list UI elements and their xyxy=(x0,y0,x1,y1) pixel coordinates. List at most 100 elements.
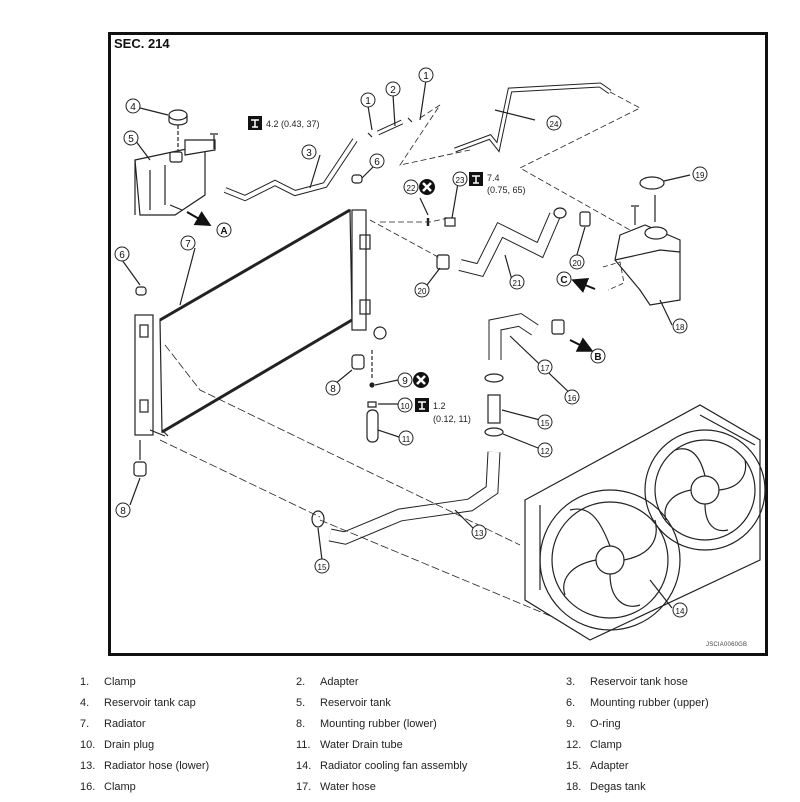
water-drain-tube xyxy=(366,409,379,443)
torque-spec-10: 1.2 xyxy=(433,401,446,411)
torque-spec-10-units: (0.12, 11) xyxy=(433,414,471,424)
legend-item: 7.Radiator xyxy=(80,718,146,730)
legend-item: 1.Clamp xyxy=(80,676,136,688)
callout-8b: 8 xyxy=(115,502,131,518)
callout-6a: 6 xyxy=(369,153,385,169)
legend-item: 12.Clamp xyxy=(566,739,622,751)
adapter-15 xyxy=(487,394,501,424)
legend-item: 15.Adapter xyxy=(566,760,629,772)
callout-1b: 1 xyxy=(418,67,434,83)
legend-row: 4.Reservoir tank cap 5.Reservoir tank 6.… xyxy=(60,697,800,718)
legend-row: 13.Radiator hose (lower) 14.Radiator coo… xyxy=(60,760,800,781)
svg-text:24: 24 xyxy=(550,120,559,129)
svg-text:5: 5 xyxy=(128,134,134,145)
image-code: JSCIA0060GB xyxy=(706,642,748,648)
callout-11: 11 xyxy=(398,430,414,446)
svg-text:1: 1 xyxy=(365,96,371,107)
svg-text:20: 20 xyxy=(418,287,427,296)
legend-item: 13.Radiator hose (lower) xyxy=(80,760,210,772)
callout-23: 23 xyxy=(452,171,468,187)
reservoir-tank xyxy=(134,139,216,216)
parts-legend: 1.Clamp 2.Adapter 3.Reservoir tank hose … xyxy=(60,676,800,802)
callout-22: 22 xyxy=(403,179,419,195)
torque-icon xyxy=(415,398,429,412)
svg-text:22: 22 xyxy=(407,184,416,193)
svg-text:14: 14 xyxy=(676,607,685,616)
callout-3: 3 xyxy=(301,144,317,160)
callout-21: 21 xyxy=(509,274,525,290)
svg-text:15: 15 xyxy=(318,563,327,572)
clamp-20b xyxy=(579,211,591,227)
svg-text:12: 12 xyxy=(541,447,550,456)
svg-text:4: 4 xyxy=(130,102,136,113)
radiator-cooling-fan-assembly xyxy=(524,404,766,641)
callout-9: 9 xyxy=(397,372,413,388)
svg-text:9: 9 xyxy=(402,376,408,387)
clamp-15 xyxy=(311,510,325,528)
svg-text:7: 7 xyxy=(185,239,191,250)
svg-text:23: 23 xyxy=(456,176,465,185)
callout-14: 14 xyxy=(672,602,688,618)
torque-icon xyxy=(248,116,262,130)
svg-text:17: 17 xyxy=(541,364,550,373)
view-marker-c: C xyxy=(556,271,572,287)
clamp-20a xyxy=(436,254,450,270)
callout-18: 18 xyxy=(672,318,688,334)
section-title: SEC. 214 xyxy=(114,36,170,51)
svg-text:B: B xyxy=(594,352,601,363)
legend-item: 8.Mounting rubber (lower) xyxy=(296,718,437,730)
reservoir-tank-cap xyxy=(168,109,188,121)
callout-1a: 1 xyxy=(360,92,376,108)
radiator xyxy=(134,208,387,437)
legend-item: 3.Reservoir tank hose xyxy=(566,676,688,688)
view-marker-a: A xyxy=(216,222,232,238)
callout-24: 24 xyxy=(546,115,562,131)
svg-text:2: 2 xyxy=(390,85,396,96)
view-marker-b: B xyxy=(590,348,606,364)
legend-item: 9.O-ring xyxy=(566,718,621,730)
svg-text:16: 16 xyxy=(568,394,577,403)
svg-text:A: A xyxy=(220,226,227,237)
callout-17: 17 xyxy=(537,359,553,375)
callout-12: 12 xyxy=(537,442,553,458)
legend-row: 16.Clamp 17.Water hose 18.Degas tank xyxy=(60,781,800,802)
svg-text:13: 13 xyxy=(475,529,484,538)
torque-icon xyxy=(469,172,483,186)
degas-tank-cap xyxy=(639,176,665,190)
legend-item: 16.Clamp xyxy=(80,781,136,793)
clamp-12 xyxy=(484,427,504,437)
degas-tank xyxy=(614,205,681,306)
replace-part-icon xyxy=(419,179,435,195)
callout-15b: 15 xyxy=(314,558,330,574)
svg-text:15: 15 xyxy=(541,419,550,428)
legend-item: 14.Radiator cooling fan assembly xyxy=(296,760,468,772)
callout-13: 13 xyxy=(471,524,487,540)
callout-6b: 6 xyxy=(114,246,130,262)
legend-item: 5.Reservoir tank xyxy=(296,697,391,709)
callout-8a: 8 xyxy=(325,380,341,396)
svg-text:8: 8 xyxy=(120,506,126,517)
callout-4: 4 xyxy=(125,98,141,114)
callout-20b: 20 xyxy=(569,254,585,270)
callout-19: 19 xyxy=(692,166,708,182)
torque-spec-5: 4.2 (0.43, 37) xyxy=(266,119,320,129)
svg-text:11: 11 xyxy=(402,435,411,444)
legend-item: 4.Reservoir tank cap xyxy=(80,697,196,709)
legend-item: 11.Water Drain tube xyxy=(296,739,403,751)
svg-text:21: 21 xyxy=(513,279,522,288)
svg-text:6: 6 xyxy=(119,250,125,261)
replace-part-icon xyxy=(413,372,429,388)
callout-16: 16 xyxy=(564,389,580,405)
clamp-16 xyxy=(484,373,504,383)
torque-spec-23: 7.4 xyxy=(487,173,500,183)
callout-2: 2 xyxy=(385,81,401,97)
svg-text:18: 18 xyxy=(676,323,685,332)
torque-spec-23-units: (0.75, 65) xyxy=(487,185,526,195)
legend-item: 6.Mounting rubber (upper) xyxy=(566,697,709,709)
callout-7: 7 xyxy=(180,235,196,251)
callout-20a: 20 xyxy=(414,282,430,298)
legend-row: 7.Radiator 8.Mounting rubber (lower) 9.O… xyxy=(60,718,800,739)
svg-text:C: C xyxy=(560,275,567,286)
svg-text:6: 6 xyxy=(374,157,380,168)
